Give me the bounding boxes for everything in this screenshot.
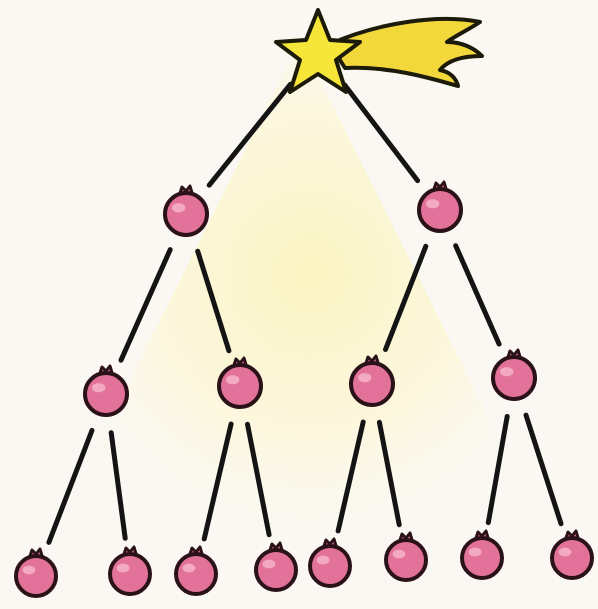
ornament-highlight — [92, 383, 105, 392]
ornament-ball-icon — [256, 550, 296, 590]
ornament-ball-icon — [419, 189, 461, 231]
tree-edge — [198, 251, 229, 351]
tree-edge — [248, 424, 270, 534]
tree-node-0-1 — [419, 182, 461, 231]
tree-edges — [49, 84, 561, 542]
ornament-ball-icon — [165, 193, 207, 235]
tree-node-0-0-1-0 — [176, 547, 216, 594]
tree-node-0-0-1 — [219, 358, 261, 407]
ornament-highlight — [393, 550, 406, 559]
tree-edge — [456, 246, 499, 344]
tree-edge — [526, 415, 561, 524]
tree-node-0-0-0-0 — [16, 549, 56, 596]
ornament-ball-icon — [310, 546, 350, 586]
ornament-highlight — [117, 564, 130, 573]
ornament-highlight — [469, 548, 482, 557]
tree-edge — [488, 416, 507, 522]
tree-edge — [111, 433, 125, 539]
ornament-ball-icon — [219, 365, 261, 407]
tree-node-0-1-1-1 — [552, 531, 592, 578]
tree-node-0-0-0-1 — [110, 547, 150, 594]
ornament-highlight — [317, 556, 330, 565]
ornament-highlight — [500, 367, 513, 376]
ornament-highlight — [172, 203, 185, 212]
ornament-ball-icon — [351, 363, 393, 405]
ornament-ball-icon — [110, 554, 150, 594]
tree-nodes — [16, 182, 592, 596]
ornament-ball-icon — [176, 554, 216, 594]
tree-edge — [49, 430, 92, 542]
tree-edge — [386, 246, 426, 349]
tree-edge — [121, 250, 170, 361]
tree-node-0-1-0 — [351, 356, 393, 405]
ornament-ball-icon — [552, 538, 592, 578]
ornament-ball-icon — [462, 538, 502, 578]
tree-edge — [338, 422, 363, 531]
shooting-star-icon — [276, 10, 482, 92]
tree-node-0-1-0-0 — [310, 539, 350, 586]
ornament-highlight — [426, 199, 439, 208]
tree-node-0-1-0-1 — [386, 533, 426, 580]
ornament-ball-icon — [16, 556, 56, 596]
tree-node-0-1-1-0 — [462, 531, 502, 578]
tree-node-0-0-1-1 — [256, 543, 296, 590]
ornament-highlight — [263, 560, 276, 569]
ornament-highlight — [183, 564, 196, 573]
tree-node-0-1-1 — [493, 350, 535, 399]
ornament-ball-icon — [493, 357, 535, 399]
tree-edge — [379, 422, 399, 524]
ornament-ball-icon — [386, 540, 426, 580]
tree-node-0-0-0 — [85, 366, 127, 415]
ornament-highlight — [23, 566, 36, 575]
tree-node-0-0 — [165, 186, 207, 235]
ornament-ball-icon — [85, 373, 127, 415]
ornament-highlight — [358, 373, 371, 382]
tree-edge — [209, 84, 290, 185]
tree-edge — [345, 85, 418, 181]
star-shape — [276, 10, 360, 92]
ornament-highlight — [559, 548, 572, 557]
star-tail — [330, 19, 482, 86]
tree-edge — [204, 424, 231, 539]
ornament-highlight — [226, 375, 239, 384]
